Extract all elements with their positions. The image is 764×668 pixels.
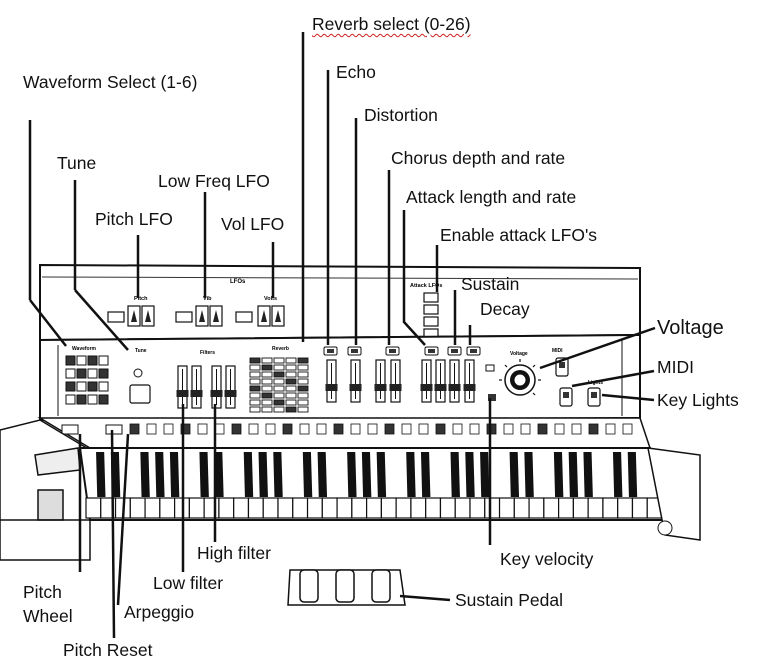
label-pitch-lfo: Pitch LFO — [95, 209, 173, 229]
voltage-panel-label: Voltage — [510, 351, 528, 357]
label-arpeggio: Arpeggio — [124, 602, 195, 622]
label-attack-length: Attack length and rate — [406, 187, 577, 207]
sustain-pedal-unit — [287, 569, 406, 606]
reverb-select-text: Reverb select (0-26) — [312, 14, 471, 34]
label-voltage: Voltage — [657, 317, 724, 339]
control-panel: Waveform Tune Filters Reverb Voltage MID… — [39, 333, 641, 422]
label-pitch-wheel: Pitch Wheel — [23, 582, 73, 626]
midi-panel-label: MIDI — [552, 348, 563, 354]
left-side — [0, 419, 91, 561]
keyboard — [78, 447, 701, 541]
lfos-panel-label: LFOs — [230, 279, 246, 285]
label-reverb-select: Reverb select (0-26) — [312, 14, 471, 34]
label-low-filter: Low filter — [153, 573, 224, 593]
tune-panel-label: Tune — [135, 348, 147, 354]
label-vol-lfo: Vol LFO — [221, 214, 285, 234]
waveform-panel-label: Waveform — [72, 346, 97, 352]
label-decay: Decay — [480, 299, 530, 319]
label-high-filter: High filter — [197, 543, 271, 563]
label-tune: Tune — [57, 153, 97, 173]
pitch-lfo-panel-label: Pitch — [134, 296, 148, 302]
label-key-lights: Key Lights — [657, 390, 739, 410]
label-sustain-pedal: Sustain Pedal — [455, 590, 563, 610]
attack-lfos-panel-label: Attack LFOs — [410, 283, 442, 289]
label-low-freq-lfo: Low Freq LFO — [158, 171, 270, 191]
lights-panel-label: Lights — [588, 380, 603, 386]
label-chorus: Chorus depth and rate — [391, 148, 566, 168]
callout-lines — [28, 32, 656, 639]
key-strip — [37, 417, 652, 449]
label-echo: Echo — [336, 62, 376, 82]
volts-lfo-panel-label: Volts — [264, 296, 277, 302]
label-midi: MIDI — [657, 357, 694, 377]
label-key-velocity: Key velocity — [500, 549, 594, 569]
label-waveform-select: Waveform Select (1-6) — [23, 72, 198, 92]
label-enable-attack-lfos: Enable attack LFO's — [440, 225, 598, 245]
label-sustain: Sustain — [461, 274, 520, 294]
vib-lfo-panel-label: Vib — [203, 296, 212, 302]
label-pitch-reset: Pitch Reset — [63, 640, 153, 660]
label-distortion: Distortion — [364, 105, 438, 125]
lid-panel: LFOs Pitch Vib Volts Attack LFOs — [39, 263, 641, 342]
reverb-panel-label: Reverb — [272, 346, 289, 352]
filters-panel-label: Filters — [200, 350, 215, 356]
